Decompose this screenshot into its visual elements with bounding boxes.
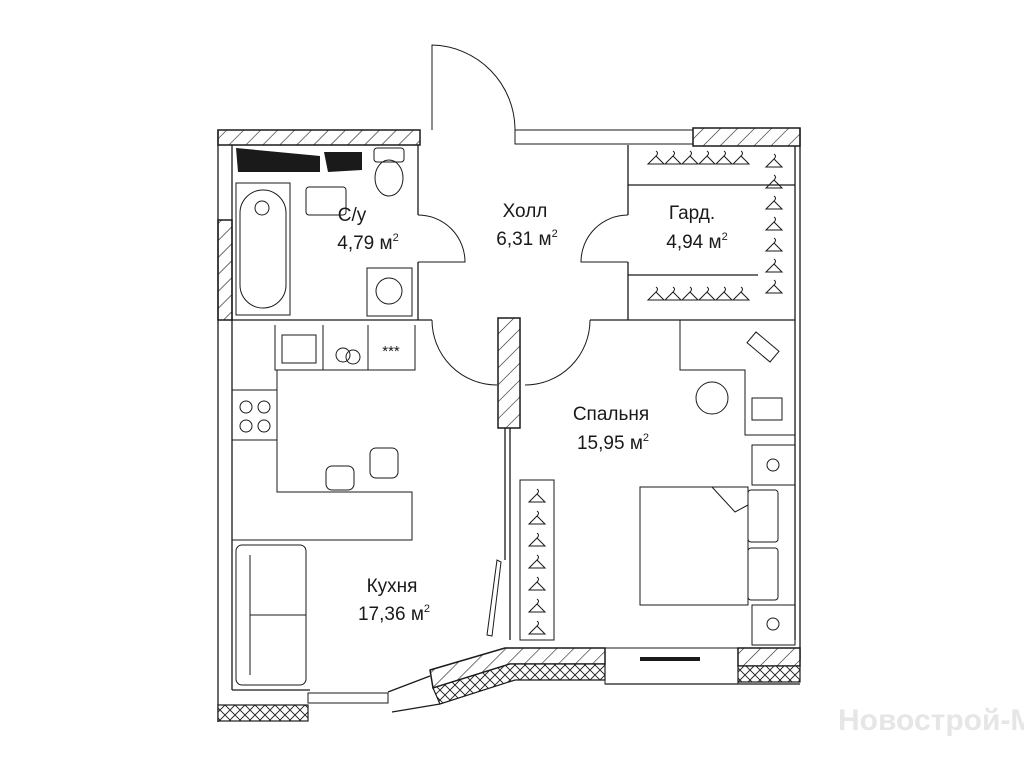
watermark: Новострой-М [838, 704, 1024, 737]
room-area: 17,36 м2 [358, 603, 430, 625]
kitchen-sink [281, 334, 317, 364]
doors[interactable] [417, 44, 629, 637]
window [307, 692, 389, 704]
bathroom-fixtures [235, 147, 413, 317]
room-name: Гард. [669, 203, 715, 224]
walls [217, 127, 801, 722]
toilet [373, 147, 405, 163]
bathtub [235, 182, 291, 316]
room-name: С/у [338, 205, 367, 226]
chair [369, 447, 399, 479]
room-label-bedroom: Спальня 15,95 м2 [573, 404, 649, 454]
chair [325, 465, 355, 491]
stove-symbol: *** [382, 343, 400, 360]
room-area: 4,94 м2 [666, 231, 727, 253]
partitions [232, 145, 795, 640]
bed [639, 486, 749, 606]
room-name: Кухня [367, 576, 418, 597]
kitchen-furniture: *** [232, 325, 416, 686]
room-area: 6,31 м2 [496, 228, 557, 250]
desk [751, 397, 783, 421]
column [497, 317, 521, 429]
sink [305, 186, 347, 216]
room-label-wardrobe: Гард. 4,94 м2 [666, 203, 727, 253]
room-name: Холл [503, 201, 548, 222]
window [604, 647, 739, 685]
bedroom-furniture [639, 320, 796, 646]
wardrobe-rails [519, 150, 783, 641]
washing-machine [366, 267, 413, 317]
room-label-kitchen: Кухня 17,36 м2 [358, 576, 430, 625]
room-label-hall: Холл 6,31 м2 [496, 201, 557, 250]
office-chair [695, 381, 729, 415]
room-area: 4,79 м2 [337, 232, 398, 254]
room-area: 15,95 м2 [577, 432, 649, 454]
room-name: Спальня [573, 404, 649, 425]
room-label-bathroom: С/у 4,79 м2 [337, 205, 398, 254]
